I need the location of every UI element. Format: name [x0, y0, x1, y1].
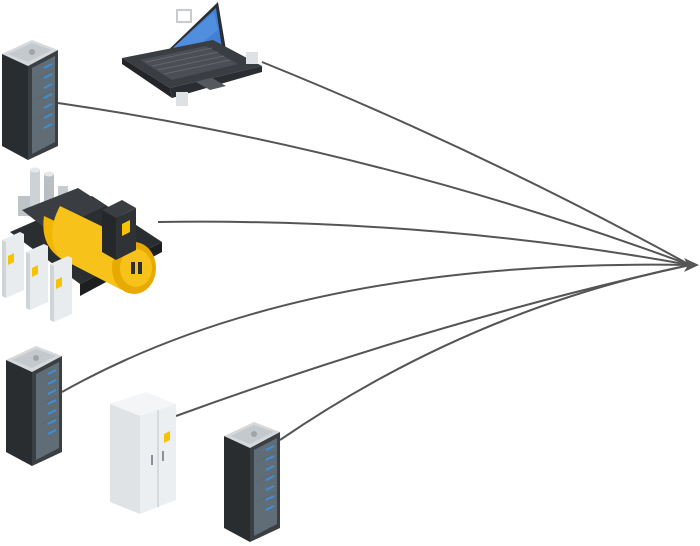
connector-laptop [261, 61, 691, 266]
server-rack-icon [5, 345, 63, 467]
connection-lines [57, 61, 691, 441]
server-rack-icon [1, 39, 59, 161]
generator-icon [2, 167, 162, 322]
connector-server-rack-top [57, 102, 691, 266]
connector-server-rack-bottom [279, 264, 691, 441]
connector-electrical-cabinet [175, 264, 691, 417]
arrowhead-icon [684, 258, 699, 272]
connector-server-rack-middle [61, 263, 691, 393]
server-rack-icon [223, 421, 281, 543]
electrical-cabinet-icon [110, 392, 176, 514]
laptop-icon [122, 2, 262, 106]
connector-generator [157, 220, 691, 266]
